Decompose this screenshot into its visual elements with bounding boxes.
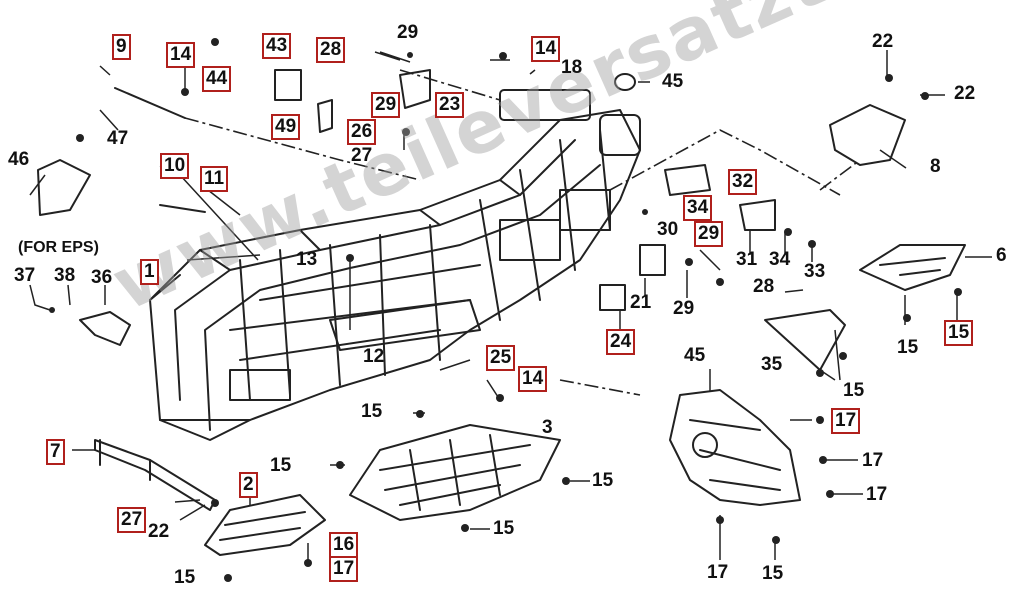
callout-16: 16	[329, 532, 359, 558]
mount-drawing	[639, 244, 666, 276]
callout-7: 7	[46, 439, 65, 465]
callout-32: 32	[728, 169, 758, 195]
callout-47: 47	[107, 128, 129, 149]
callout-17d: 17	[866, 484, 888, 505]
callout-14a: 14	[166, 42, 196, 68]
callout-10: 10	[160, 153, 190, 179]
callout-15e: 15	[174, 567, 196, 588]
floor-plate-drawing	[204, 494, 326, 556]
callout-4-5: 45	[684, 345, 706, 366]
bolt-drawing	[159, 204, 206, 213]
callout-38: 38	[54, 265, 76, 286]
callout-2: 2	[239, 472, 258, 498]
callout-27b: 27	[117, 507, 147, 533]
callout-22a: 22	[872, 31, 894, 52]
callout-15d: 15	[493, 518, 515, 539]
callout-44: 44	[202, 66, 232, 92]
callout-26: 26	[347, 119, 377, 145]
bracket-31-drawing	[739, 199, 776, 231]
callout-33: 33	[804, 261, 826, 282]
bracket-32-drawing	[664, 164, 711, 196]
callout-28a: 28	[316, 37, 346, 63]
callout-23: 23	[435, 92, 465, 118]
clamp-drawing	[599, 284, 626, 311]
rod-drawing	[114, 87, 186, 119]
main-frame-drawing	[149, 89, 641, 441]
callout-35: 35	[761, 354, 783, 375]
mount-bracket-drawing	[829, 104, 906, 166]
callout-34a: 34	[683, 195, 713, 221]
callout-15i: 15	[762, 563, 784, 584]
callout-29d: 29	[673, 298, 695, 319]
callout-43: 43	[262, 33, 292, 59]
callout-49: 49	[271, 114, 301, 140]
callout-46: 46	[8, 149, 30, 170]
callout-14c: 14	[518, 366, 548, 392]
callout-1: 1	[140, 259, 159, 285]
callout-27a: 27	[351, 145, 373, 166]
callout-6: 6	[996, 245, 1007, 266]
plate-drawing	[274, 69, 302, 101]
callout-15b: 15	[270, 455, 292, 476]
callout-29c: 29	[694, 221, 724, 247]
eps-parts-drawing	[37, 159, 131, 346]
side-plate-drawing	[859, 244, 966, 291]
callout-29b: 29	[371, 92, 401, 118]
callout-25: 25	[486, 345, 516, 371]
guard-drawing	[669, 389, 801, 506]
callout-13: 13	[296, 249, 318, 270]
small-bracket-drawing	[399, 69, 431, 109]
callout-17c: 17	[862, 450, 884, 471]
callout-22c: 22	[148, 521, 170, 542]
callout-11: 11	[200, 166, 229, 192]
callout-18: 18	[561, 57, 583, 78]
callout-12: 12	[363, 346, 385, 367]
callout-15h: 15	[843, 380, 865, 401]
callout-3: 3	[542, 417, 553, 438]
callout-15f: 15	[897, 337, 919, 358]
callout-21: 21	[630, 292, 652, 313]
callout-17a: 17	[329, 556, 359, 582]
callout-34b: 34	[769, 249, 791, 270]
callout-17b: 17	[831, 408, 861, 434]
bushing-drawing	[614, 73, 636, 91]
callout-24: 24	[606, 329, 636, 355]
callout-15a: 15	[361, 401, 383, 422]
callout-15c: 15	[592, 470, 614, 491]
callout-28b: 28	[753, 276, 775, 297]
callout-31: 31	[736, 249, 758, 270]
triangle-plate-drawing	[764, 309, 846, 371]
callout-8: 8	[930, 156, 941, 177]
callout-29a: 29	[397, 22, 419, 43]
callout-36: 36	[91, 267, 113, 288]
eps-note: (FOR EPS)	[18, 239, 99, 256]
callout-37: 37	[14, 265, 36, 286]
callout-9: 9	[112, 34, 131, 60]
callout-45: 45	[662, 71, 684, 92]
clip-drawing	[317, 99, 333, 133]
callout-30: 30	[657, 219, 679, 240]
callout-17e: 17	[707, 562, 729, 583]
callout-15g: 15	[944, 320, 974, 346]
callout-14b: 14	[531, 36, 561, 62]
callout-22b: 22	[954, 83, 976, 104]
skid-plate-drawing	[349, 424, 561, 521]
